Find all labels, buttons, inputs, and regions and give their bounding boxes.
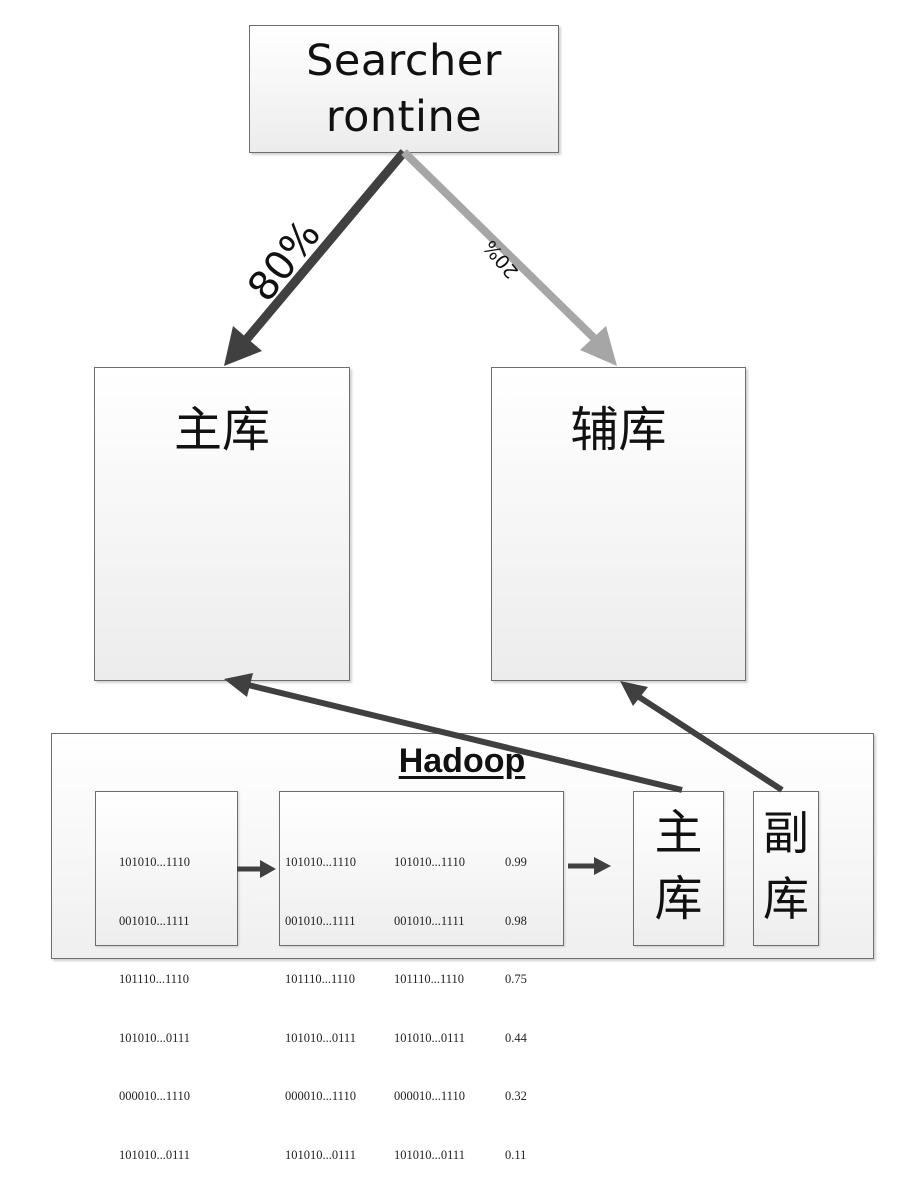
raw-record: 101010...0111 — [119, 1030, 190, 1045]
hadoop-secondary-db-char: 库 — [763, 872, 809, 926]
main-db-label: 主库 — [173, 402, 270, 458]
aux-db-label: 辅库 — [570, 402, 667, 458]
hadoop-main-db-label: 主 库 — [634, 800, 723, 932]
raw-record: 000010...1110 — [119, 1089, 190, 1103]
raw-record: 001010...1111 — [119, 913, 190, 928]
scored-record: 001010...1111 — [285, 913, 356, 928]
score-value: 0.99 — [505, 855, 527, 869]
scored-record: 000010...1110 — [285, 1089, 356, 1103]
main-db-node: 主库 — [94, 367, 350, 681]
searcher-routine-node: Searcher rontine — [249, 25, 559, 153]
score-value: 0.98 — [505, 913, 527, 928]
hadoop-secondary-db-char: 副 — [763, 806, 809, 860]
hadoop-main-db-char: 库 — [654, 871, 703, 927]
scored-record: 101010...0111 — [285, 1030, 356, 1045]
scored-record: 101010...0111 — [394, 1030, 465, 1045]
scored-record: 101010...0111 — [394, 1147, 465, 1162]
hadoop-title: Hadoop — [398, 742, 526, 780]
score-value: 0.32 — [505, 1089, 527, 1103]
raw-record: 101010...0111 — [119, 1147, 190, 1162]
scored-record: 101010...1110 — [285, 855, 356, 869]
searcher-label: Searcher rontine — [306, 33, 502, 145]
edge-label-80-percent: 80% — [238, 211, 330, 311]
searcher-label-line2: rontine — [325, 92, 483, 142]
scored-record: 101010...0111 — [285, 1147, 356, 1162]
hadoop-container: Hadoop 101010...1110 001010...1111 10111… — [51, 733, 874, 1162]
scored-scores: 0.99 0.98 0.75 0.44 0.32 0.11 — [505, 814, 527, 1204]
score-value: 0.75 — [505, 972, 527, 986]
hadoop-secondary-db-label: 副 库 — [754, 800, 818, 932]
scored-record: 101110...1110 — [285, 972, 356, 986]
score-value: 0.44 — [505, 1030, 527, 1045]
hadoop-main-db-char: 主 — [654, 805, 703, 861]
raw-records-box: 101010...1110 001010...1111 101110...111… — [95, 791, 238, 1162]
hadoop-main-db-node: 主 库 — [633, 791, 724, 946]
scored-record: 101010...1110 — [394, 855, 465, 869]
raw-records-list: 101010...1110 001010...1111 101110...111… — [119, 814, 190, 1204]
arrowhead-icon — [620, 681, 648, 706]
hadoop-secondary-db-node: 副 库 — [753, 791, 819, 946]
scored-record: 000010...1110 — [394, 1089, 465, 1103]
edge-label-20-percent: 20% — [479, 235, 524, 283]
arrowhead-icon — [224, 326, 262, 366]
raw-record: 101010...1110 — [119, 855, 190, 869]
scored-record: 101110...1110 — [394, 972, 465, 986]
raw-record: 101110...1110 — [119, 972, 190, 986]
arrowhead-icon — [580, 326, 617, 366]
scored-record: 001010...1111 — [394, 913, 465, 928]
scored-col1: 101010...1110 001010...1111 101110...111… — [285, 814, 356, 1204]
scored-pairs-box: 101010...1110 001010...1111 101110...111… — [279, 791, 564, 1162]
searcher-label-line1: Searcher — [306, 36, 502, 86]
scored-col2: 101010...1110 001010...1111 101110...111… — [394, 814, 465, 1204]
score-value: 0.11 — [505, 1147, 527, 1162]
aux-db-node: 辅库 — [491, 367, 746, 681]
